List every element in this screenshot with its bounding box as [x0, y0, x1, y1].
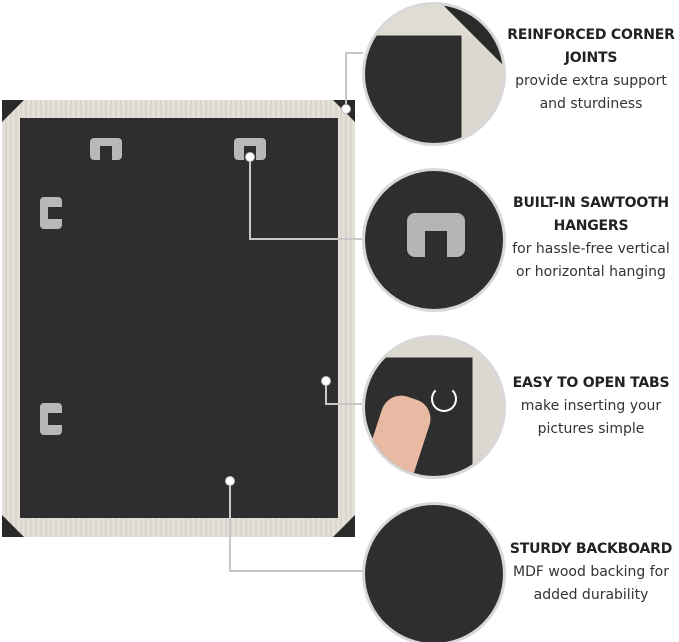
rotate-tab-icon — [362, 335, 506, 479]
feature-backboard: STURDY BACKBOARD MDF wood backing for ad… — [503, 538, 679, 607]
callout-dot — [245, 152, 255, 162]
sawtooth-hanger — [90, 138, 122, 160]
feature-description: provide extra support and sturdiness — [515, 73, 667, 112]
feature-title: EASY TO OPEN TABS — [512, 375, 670, 391]
feature-sawtooth-hangers: BUILT-IN SAWTOOTH HANGERS for hassle-fre… — [503, 192, 679, 284]
feature-title: STURDY BACKBOARD — [509, 541, 673, 557]
feature-corner-joints: REINFORCED CORNER JOINTS provide extra s… — [503, 24, 679, 116]
feature-description: for hassle-free vertical or horizontal h… — [512, 241, 670, 280]
callout-dot — [225, 476, 235, 486]
callout-dot — [341, 104, 351, 114]
feature-title: BUILT-IN SAWTOOTH HANGERS — [513, 195, 669, 234]
callout-dot — [321, 376, 331, 386]
feature-description: make inserting your pictures simple — [520, 398, 662, 437]
backboard — [20, 118, 338, 518]
sawtooth-hanger — [40, 403, 62, 435]
corner-joint — [333, 515, 355, 537]
sawtooth-hanger — [40, 197, 62, 229]
feature-description: MDF wood backing for added durability — [513, 564, 669, 603]
feature-title: REINFORCED CORNER JOINTS — [507, 27, 675, 66]
corner-joint — [2, 100, 24, 122]
backboard-icon — [362, 502, 506, 642]
corner-joint — [2, 515, 24, 537]
sawtooth-hanger-icon — [362, 168, 506, 312]
feature-open-tabs: EASY TO OPEN TABS make inserting your pi… — [503, 372, 679, 441]
corner-joint-icon — [362, 2, 506, 146]
